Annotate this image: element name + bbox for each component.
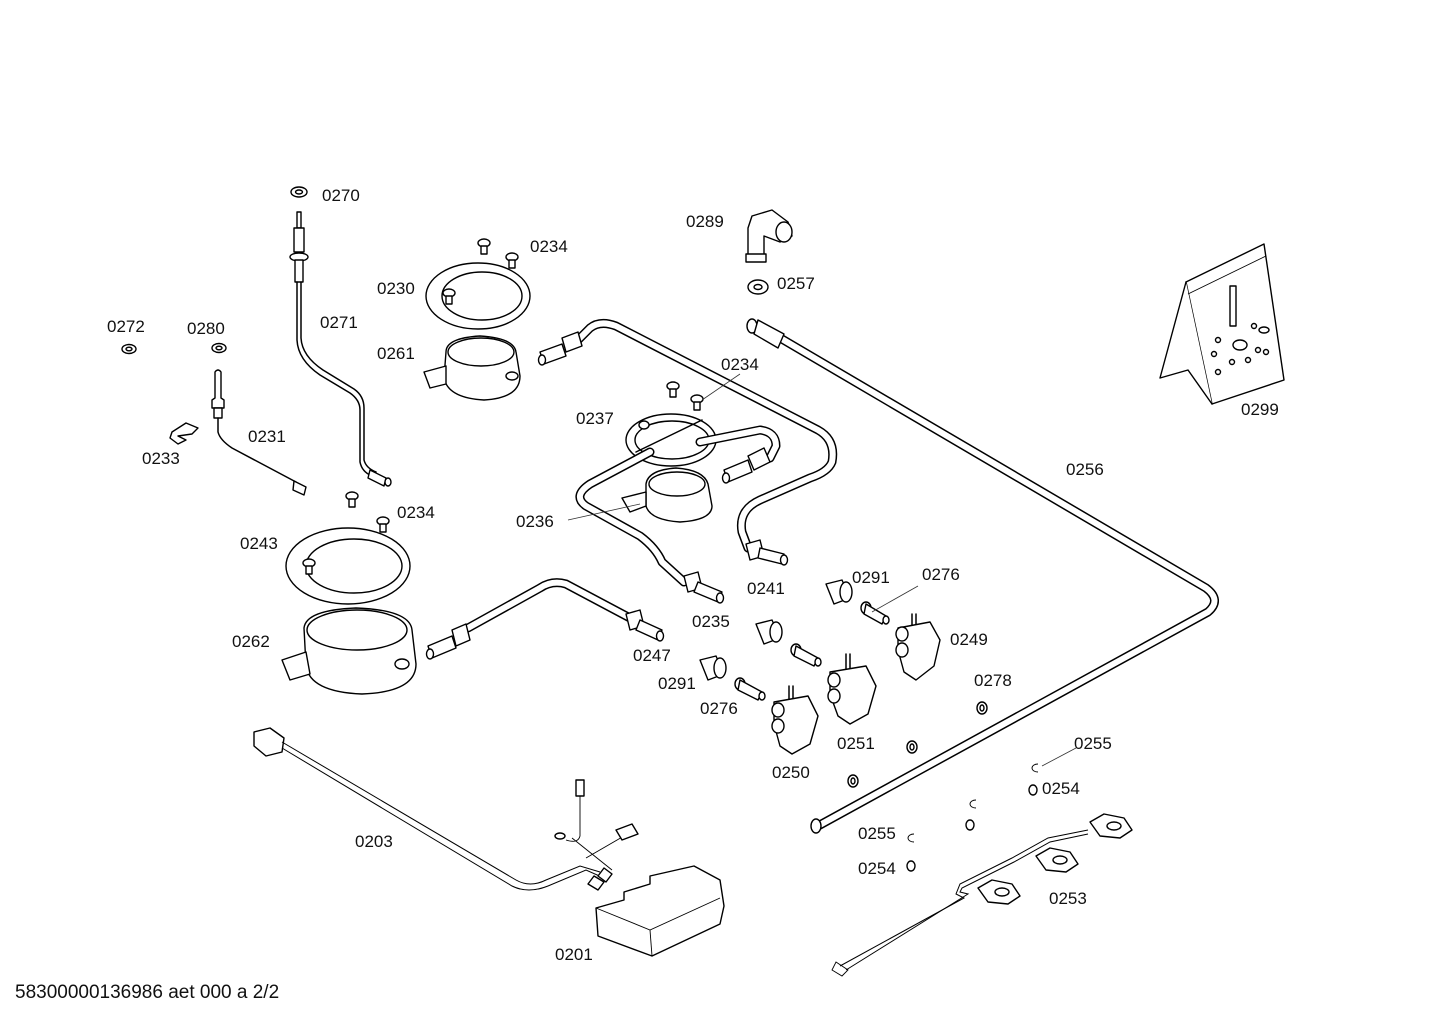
part-0249-gas-valve[interactable]: [895, 613, 941, 681]
part-0276-connector-middle[interactable]: [790, 643, 822, 667]
callout-0253: 0253: [1049, 889, 1087, 908]
callout-0299: 0299: [1241, 400, 1279, 419]
callout-0236: 0236: [516, 512, 554, 531]
part-0278-sleeves[interactable]: [847, 701, 988, 788]
part-0251-gas-valve[interactable]: [827, 653, 877, 725]
callout-0234-middle: 0234: [721, 355, 759, 374]
part-0234-screws-lower[interactable]: [345, 491, 390, 533]
part-0243-seal-ring[interactable]: [285, 527, 411, 605]
part-0203-cable-harness[interactable]: [253, 727, 639, 891]
callout-0254-upper: 0254: [1042, 779, 1080, 798]
part-0257-seal[interactable]: [747, 279, 769, 295]
leader-lines: [567, 373, 1077, 767]
callout-0257: 0257: [777, 274, 815, 293]
part-0291-nut-upper[interactable]: [825, 579, 853, 605]
callout-0234-lower: 0234: [397, 503, 435, 522]
callout-0233: 0233: [142, 449, 180, 468]
callout-0231: 0231: [248, 427, 286, 446]
callout-0255-upper: 0255: [1074, 734, 1112, 753]
part-0261-burner-cup[interactable]: [423, 335, 521, 401]
part-0253-ignition-switch[interactable]: [831, 813, 1133, 977]
part-0276-connector-upper[interactable]: [860, 601, 890, 625]
callout-0249: 0249: [950, 630, 988, 649]
callout-0243: 0243: [240, 534, 278, 553]
part-0271-thermocouple[interactable]: [289, 211, 392, 487]
callout-0251: 0251: [837, 734, 875, 753]
part-0230-seal-ring[interactable]: [425, 262, 531, 330]
callout-0291-upper: 0291: [852, 568, 890, 587]
callout-0278: 0278: [974, 671, 1012, 690]
part-0235-pipe-end[interactable]: [683, 571, 725, 604]
callout-0235: 0235: [692, 612, 730, 631]
callout-0203: 0203: [355, 832, 393, 851]
callout-0241: 0241: [747, 579, 785, 598]
part-0276-connector-lower[interactable]: [734, 677, 766, 701]
callout-0247: 0247: [633, 646, 671, 665]
part-0254-spring-lower[interactable]: [906, 860, 916, 872]
callout-0250: 0250: [772, 763, 810, 782]
part-0299-nozzle-set[interactable]: [1159, 243, 1285, 405]
document-code: 58300000136986 aet 000 a 2/2: [15, 982, 280, 1003]
callout-0271: 0271: [320, 313, 358, 332]
part-0280-washer[interactable]: [211, 342, 227, 354]
callout-0276-lower: 0276: [700, 699, 738, 718]
part-0289-elbow-fitting[interactable]: [745, 209, 793, 263]
callout-0201: 0201: [555, 945, 593, 964]
part-0272-washer[interactable]: [121, 343, 137, 355]
callout-0276-upper: 0276: [922, 565, 960, 584]
callout-0256: 0256: [1066, 460, 1104, 479]
callout-0254-lower: 0254: [858, 859, 896, 878]
part-0234-screws-upper[interactable]: [477, 238, 519, 269]
part-0270-washer[interactable]: [290, 186, 308, 198]
part-0254-spring-middle[interactable]: [965, 819, 975, 831]
part-0234-screws-middle[interactable]: [666, 381, 704, 411]
part-0291-nut-lower[interactable]: [699, 655, 727, 681]
part-0254-spring-upper[interactable]: [1028, 784, 1038, 796]
part-0255-clip-lower[interactable]: [907, 833, 915, 843]
callout-0272: 0272: [107, 317, 145, 336]
part-0255-clip-upper[interactable]: [1031, 763, 1039, 773]
part-0262-burner-cup[interactable]: [281, 607, 417, 695]
part-0255-clip-middle[interactable]: [969, 799, 977, 809]
part-0250-gas-valve[interactable]: [771, 685, 819, 755]
part-0291-nut-middle[interactable]: [755, 619, 783, 645]
callout-0237: 0237: [576, 409, 614, 428]
callout-0255-lower: 0255: [858, 824, 896, 843]
callout-0280: 0280: [187, 319, 225, 338]
part-0247-gas-pipe[interactable]: [425, 578, 665, 660]
part-0256-gas-pipe[interactable]: [746, 318, 1219, 834]
part-0233-clip[interactable]: [169, 422, 199, 445]
pipe-upper-burner[interactable]: [537, 318, 838, 553]
part-0201-ignition-module[interactable]: [595, 865, 725, 957]
part-0231-ignition-electrode[interactable]: [211, 369, 307, 496]
callout-0234-upper: 0234: [530, 237, 568, 256]
callout-0289: 0289: [686, 212, 724, 231]
part-0241-pipe-end[interactable]: [745, 539, 789, 566]
callout-0262: 0262: [232, 632, 270, 651]
callout-0261: 0261: [377, 344, 415, 363]
callout-0270: 0270: [322, 186, 360, 205]
pipe-middle-burner[interactable]: [575, 425, 781, 587]
callout-0230: 0230: [377, 279, 415, 298]
callout-0291-lower: 0291: [658, 674, 696, 693]
part-0236-burner-cup[interactable]: [621, 467, 713, 523]
